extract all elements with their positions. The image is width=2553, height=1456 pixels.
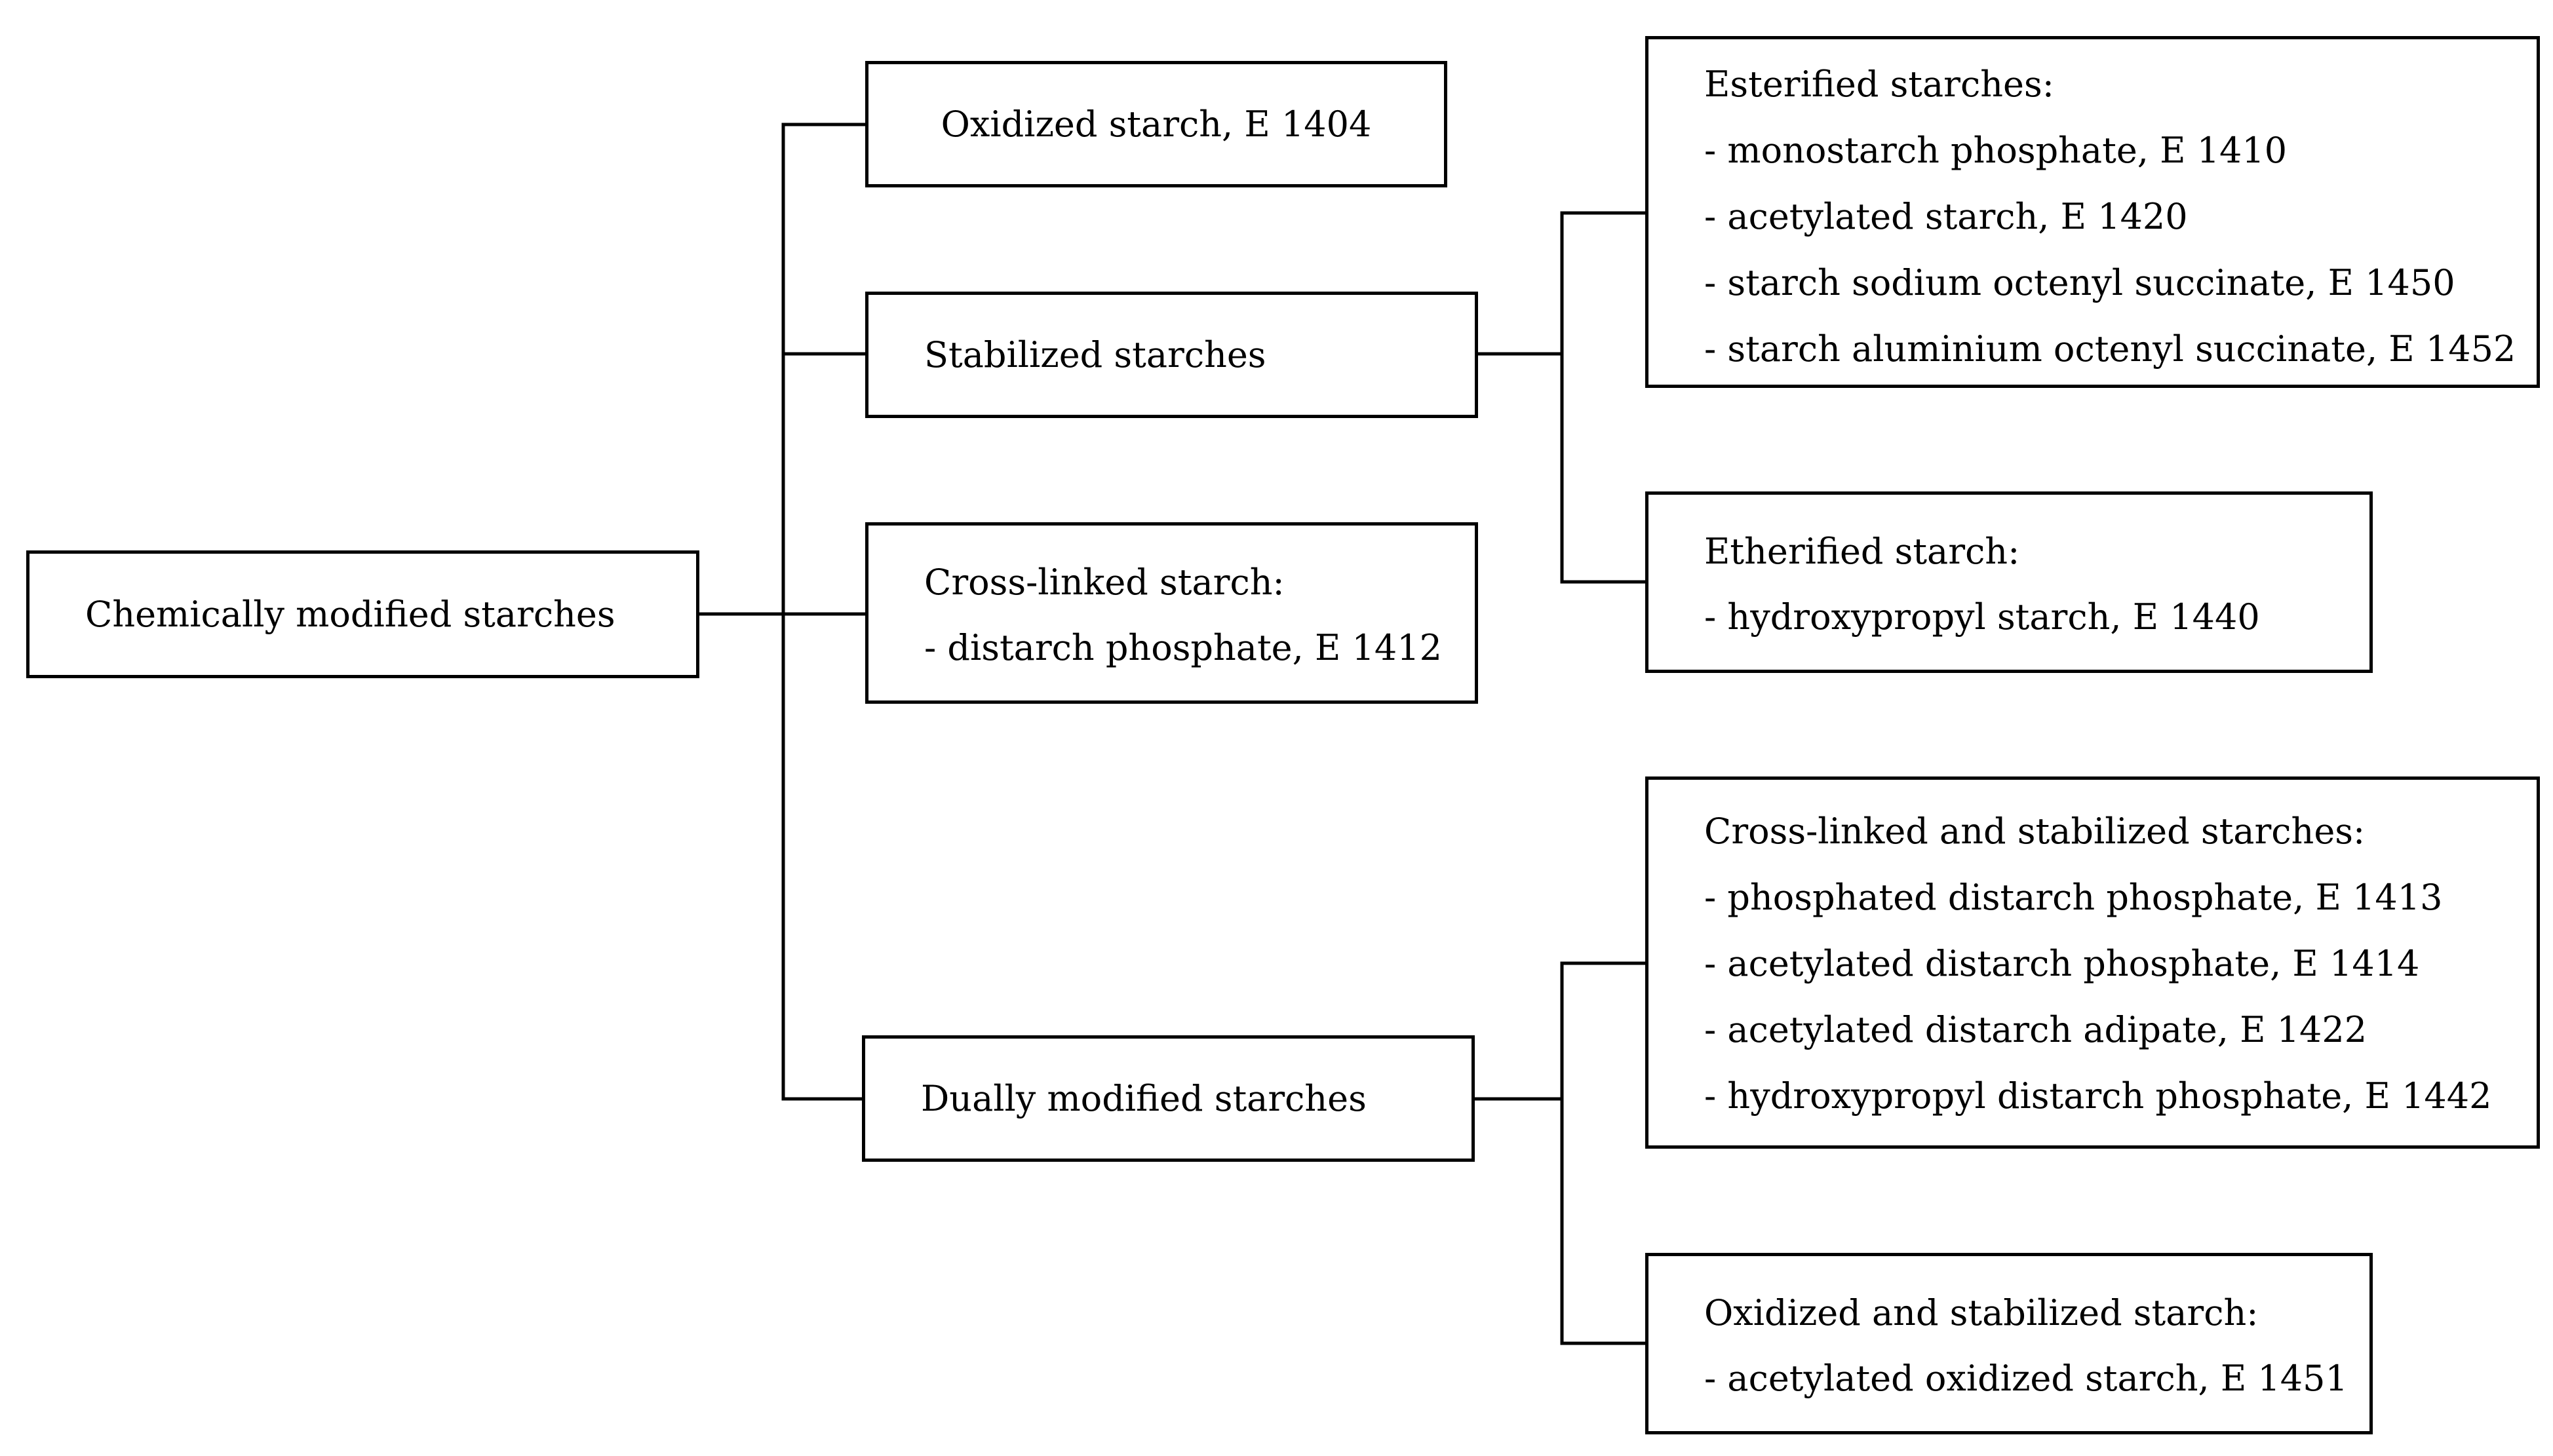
crosslinked-starch-title: Cross-linked starch: xyxy=(924,562,1285,603)
esterified-starches-box: Esterified starches: - monostarch phosph… xyxy=(1645,36,2540,388)
crosslinked-stabilized-item: - phosphated distarch phosphate, E 1413 xyxy=(1704,877,2443,918)
esterified-item: - monostarch phosphate, E 1410 xyxy=(1704,130,2288,171)
crosslinked-starch-box: Cross-linked starch: - distarch phosphat… xyxy=(865,522,1478,704)
oxidized-starch-box: Oxidized starch, E 1404 xyxy=(865,61,1447,187)
crosslinked-stabilized-item: - acetylated distarch adipate, E 1422 xyxy=(1704,1009,2368,1050)
esterified-item: - starch sodium octenyl succinate, E 145… xyxy=(1704,262,2455,303)
esterified-starches-title: Esterified starches: xyxy=(1704,64,2054,105)
crosslinked-starch-item: - distarch phosphate, E 1412 xyxy=(924,627,1442,668)
stabilized-starches-label: Stabilized starches xyxy=(924,334,1266,375)
crosslinked-stabilized-item: - acetylated distarch phosphate, E 1414 xyxy=(1704,943,2420,984)
etherified-item: - hydroxypropyl starch, E 1440 xyxy=(1704,596,2260,638)
etherified-starch-title: Etherified starch: xyxy=(1704,531,2020,572)
crosslinked-stabilized-starches-box: Cross-linked and stabilized starches: - … xyxy=(1645,776,2540,1149)
dually-modified-starches-label: Dually modified starches xyxy=(921,1077,1367,1119)
oxidized-stabilized-title: Oxidized and stabilized starch: xyxy=(1704,1292,2259,1333)
stabilized-starches-box: Stabilized starches xyxy=(865,292,1478,418)
etherified-starch-box: Etherified starch: - hydroxypropyl starc… xyxy=(1645,491,2373,673)
oxidized-starch-label: Oxidized starch, E 1404 xyxy=(941,103,1372,145)
crosslinked-stabilized-item: - hydroxypropyl distarch phosphate, E 14… xyxy=(1704,1075,2492,1117)
oxidized-stabilized-item: - acetylated oxidized starch, E 1451 xyxy=(1704,1358,2348,1399)
root-node-box: Chemically modified starches xyxy=(26,550,699,678)
oxidized-stabilized-starch-box: Oxidized and stabilized starch: - acetyl… xyxy=(1645,1253,2373,1434)
dually-modified-starches-box: Dually modified starches xyxy=(862,1035,1475,1162)
root-node-label: Chemically modified starches xyxy=(85,593,615,635)
crosslinked-stabilized-title: Cross-linked and stabilized starches: xyxy=(1704,811,2366,852)
esterified-item: - starch aluminium octenyl succinate, E … xyxy=(1704,328,2516,370)
esterified-item: - acetylated starch, E 1420 xyxy=(1704,196,2188,237)
